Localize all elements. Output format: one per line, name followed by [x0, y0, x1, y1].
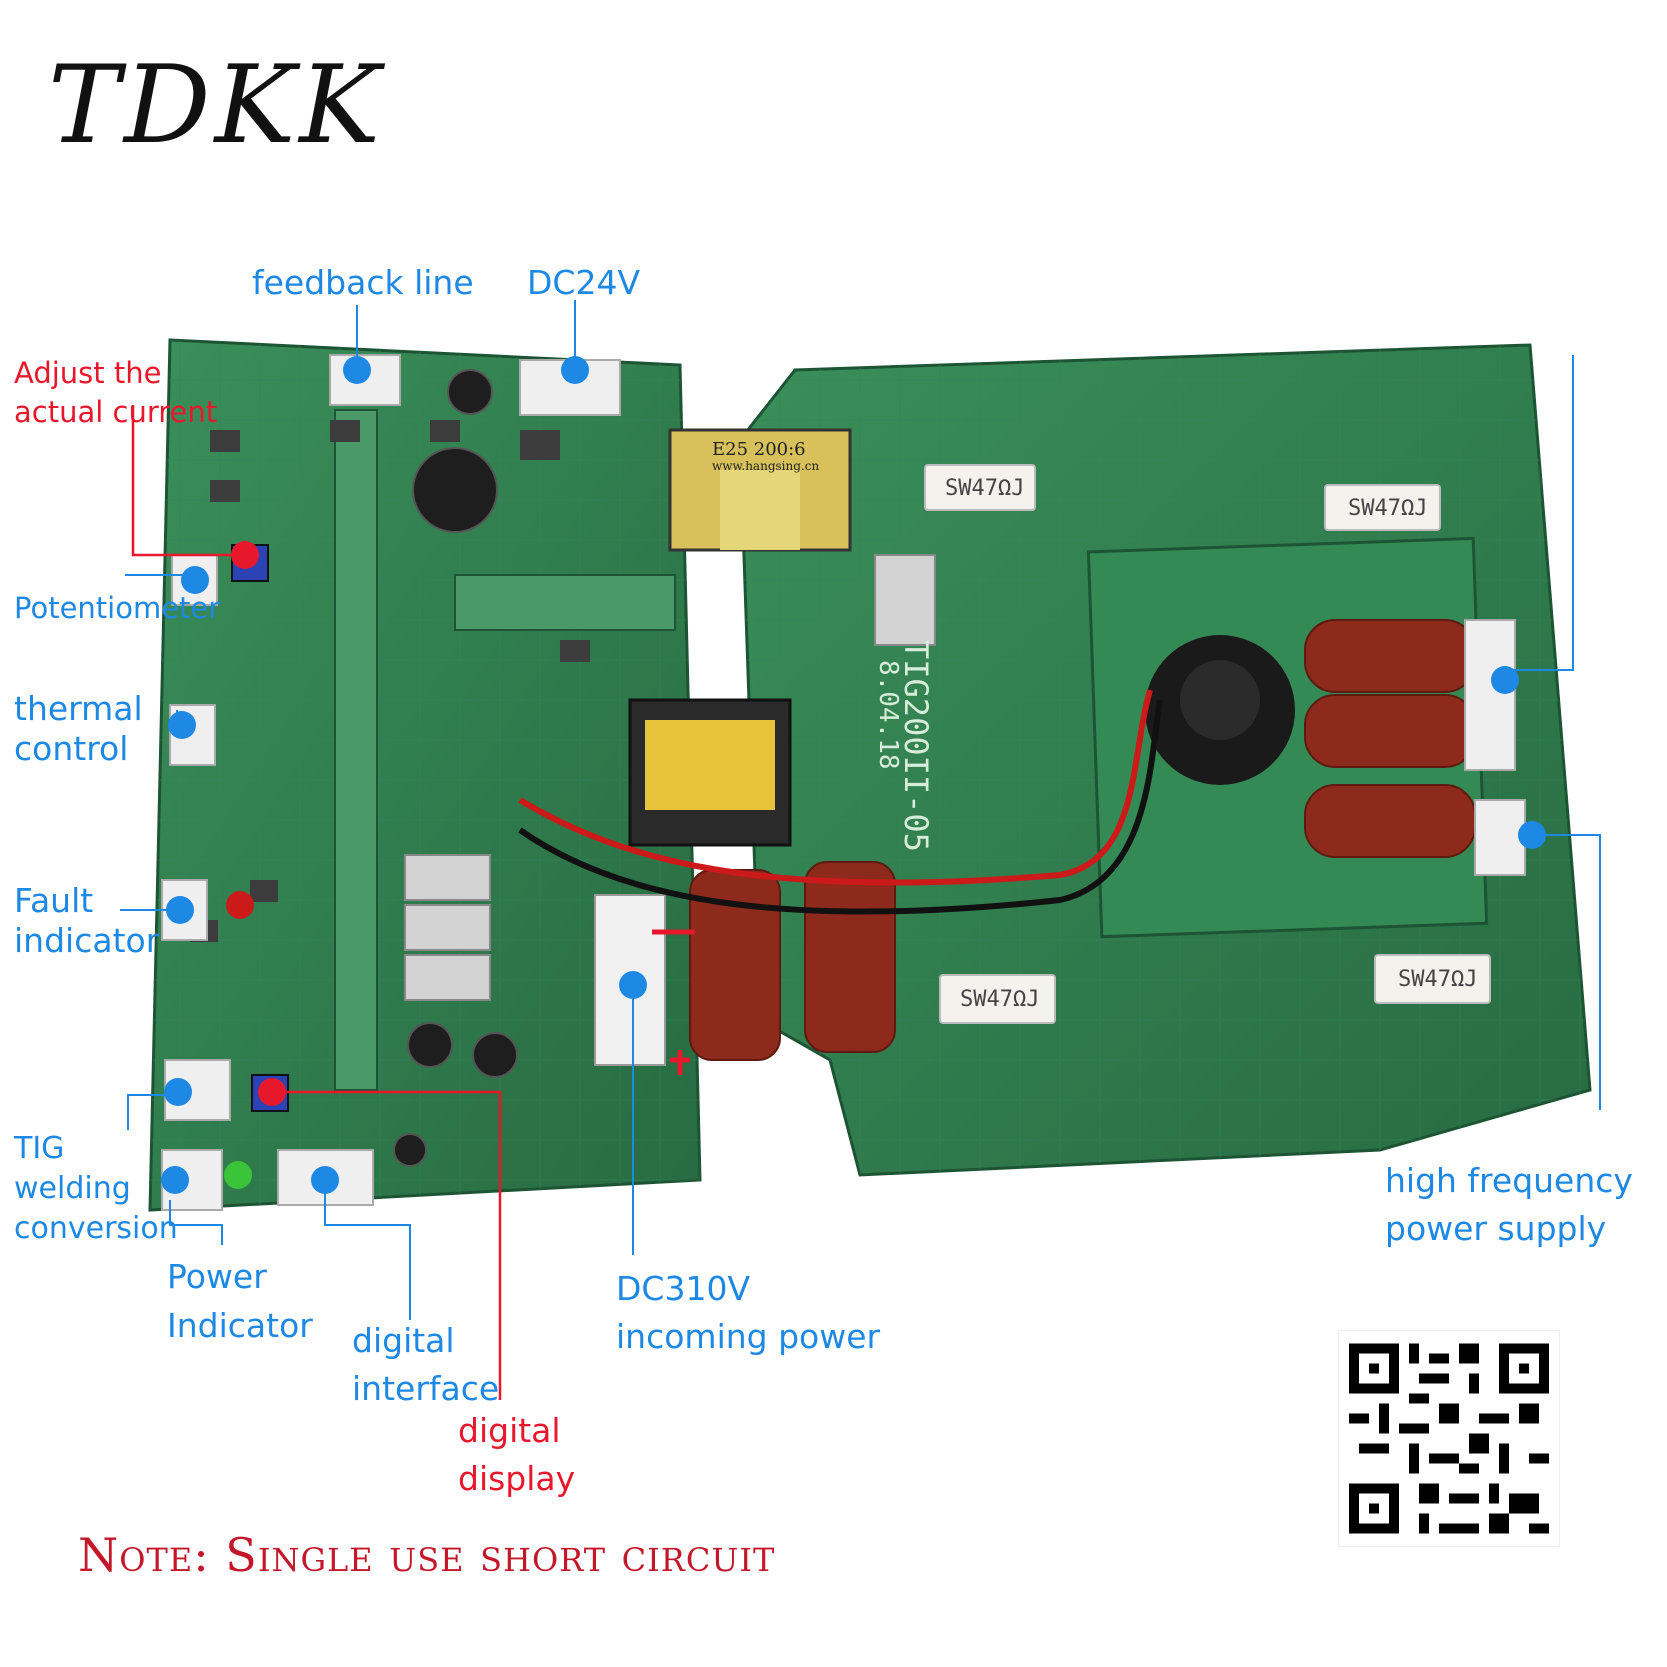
- note-text: Note: Single use short circuit: [78, 1528, 776, 1582]
- label-potentiometer: Potentiometer: [14, 591, 221, 625]
- board-date-marking: 8.04.18: [873, 660, 903, 770]
- label-tig-2: welding: [14, 1171, 131, 1206]
- board-model-marking: TIG200II-05: [897, 640, 935, 852]
- marker-dot-icon: [161, 356, 1546, 1194]
- label-digital-display-2: display: [458, 1459, 576, 1498]
- svg-text:SW47ΩJ: SW47ΩJ: [1348, 496, 1427, 521]
- label-thermal-2: control: [14, 729, 129, 768]
- label-adjust-current-2: actual current: [14, 395, 218, 429]
- label-feedback-line: feedback line: [252, 263, 474, 302]
- label-dc310v-2: incoming power: [616, 1317, 881, 1356]
- label-digital-display-1: digital: [458, 1411, 561, 1450]
- label-digital-interface-1: digital: [352, 1321, 455, 1360]
- label-fault-1: Fault: [14, 881, 94, 920]
- label-power-indicator-2: Indicator: [167, 1306, 313, 1345]
- transformer-url: www.hangsing.cn: [712, 459, 819, 473]
- label-dc24v: DC24V: [527, 263, 641, 302]
- label-dc310v-1: DC310V: [616, 1269, 751, 1308]
- label-adjust-current-1: Adjust the: [14, 356, 162, 390]
- svg-text:SW47ΩJ: SW47ΩJ: [1398, 967, 1477, 992]
- label-digital-interface-2: interface: [352, 1369, 500, 1408]
- label-high-frequency-1: high frequency: [1385, 1161, 1633, 1200]
- label-fault-2: indicator: [14, 921, 160, 960]
- label-tig-1: TIG: [14, 1131, 65, 1166]
- fault-led-icon: [226, 891, 254, 919]
- power-led-icon: [224, 1161, 252, 1189]
- svg-text:SW47ΩJ: SW47ΩJ: [960, 987, 1039, 1012]
- transformer-marking: E25 200:6: [712, 439, 806, 460]
- label-power-indicator-1: Power: [167, 1257, 267, 1296]
- label-high-frequency-2: power supply: [1385, 1209, 1607, 1248]
- label-thermal-1: thermal: [14, 689, 143, 728]
- label-tig-3: conversion: [14, 1211, 178, 1246]
- svg-text:SW47ΩJ: SW47ΩJ: [945, 476, 1024, 501]
- brand-logo: TDKK: [48, 43, 384, 168]
- qr-code-icon[interactable]: [1338, 1330, 1560, 1547]
